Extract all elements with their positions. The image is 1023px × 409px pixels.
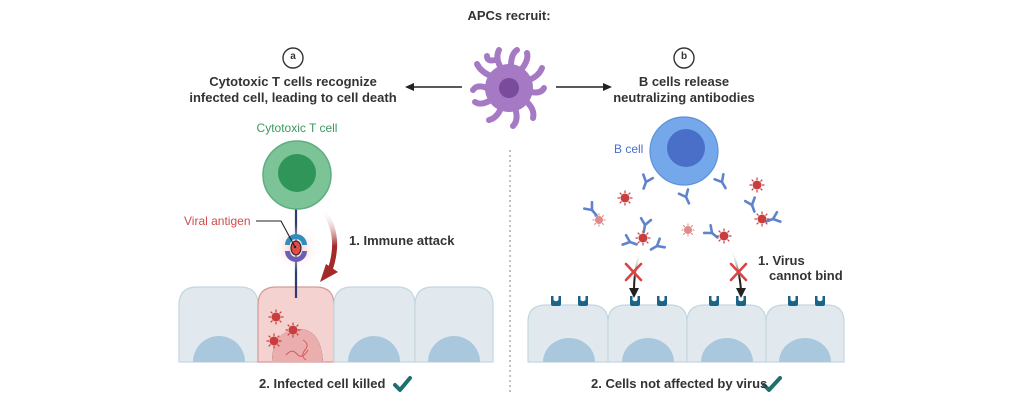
infected-epithelial-cell xyxy=(257,286,335,363)
receptor-icon xyxy=(709,296,719,306)
apcs-recruit-title: APCs recruit: xyxy=(467,8,551,23)
t-cell-label: Cytotoxic T cell xyxy=(256,121,338,135)
arrow-to-panel-a xyxy=(405,83,462,91)
virus-icon xyxy=(265,332,283,350)
infected-cell-killed-label: 2. Infected cell killed xyxy=(259,376,386,391)
virus-icon xyxy=(715,227,733,245)
panel-a-heading-line2: infected cell, leading to cell death xyxy=(189,90,397,105)
antibody-icon xyxy=(677,188,695,207)
epithelium-b xyxy=(527,296,845,363)
receptor-icon xyxy=(578,296,588,306)
antigen-complex-icon xyxy=(285,234,307,262)
virus-icon xyxy=(284,321,302,339)
antibody-icon xyxy=(702,224,722,243)
virus-cannot-bind-line1: 1. Virus xyxy=(758,253,805,268)
x-mark-icon xyxy=(729,262,748,282)
antibody-icon xyxy=(743,196,761,215)
virus-icon xyxy=(616,189,634,207)
panel-b-heading-line1: B cells release xyxy=(638,74,730,89)
virus-icon xyxy=(267,308,285,326)
cytotoxic-t-cell-icon xyxy=(262,140,332,210)
badge-a-circle xyxy=(282,47,304,69)
epithelial-cell xyxy=(607,304,688,363)
antibody-icon xyxy=(621,233,640,251)
virus-icon xyxy=(753,210,771,228)
virus-icon xyxy=(591,212,607,228)
epithelial-cell xyxy=(686,304,767,363)
badge-a-label: a xyxy=(290,51,296,62)
virus-icon xyxy=(634,229,652,247)
immune-attack-label: 1. Immune attack xyxy=(349,233,455,248)
antibody-icon xyxy=(713,173,732,192)
panel-b-heading-line2: neutralizing antibodies xyxy=(613,90,755,105)
receptor-icon xyxy=(551,296,561,306)
epithelial-cell xyxy=(527,304,609,363)
virus-icon xyxy=(748,176,766,194)
checkmark-icon-a xyxy=(393,376,412,392)
receptor-icon xyxy=(630,296,640,306)
checkmark-icon-b xyxy=(762,376,782,392)
b-cell-icon xyxy=(649,116,719,186)
epithelial-cell xyxy=(178,286,259,363)
cells-not-affected-label: 2. Cells not affected by virus xyxy=(591,376,768,391)
badge-b-label: b xyxy=(680,51,688,62)
epithelial-cell xyxy=(333,286,416,363)
blocked-binding-arrow-2 xyxy=(729,249,748,298)
antibody-icon xyxy=(637,173,655,192)
antigen-leader-line xyxy=(256,220,296,248)
immune-attack-arrow-icon xyxy=(320,207,338,282)
receptor-icon xyxy=(657,296,667,306)
arrow-to-panel-b xyxy=(556,83,612,91)
antibody-icon xyxy=(637,216,653,235)
epithelial-cell xyxy=(765,304,845,363)
antibody-icon xyxy=(583,200,602,220)
blocked-binding-arrow-1 xyxy=(624,251,643,298)
antibody-virus-field xyxy=(583,173,782,256)
epithelium-a xyxy=(178,286,494,363)
panel-a-heading-line1: Cytotoxic T cells recognize xyxy=(209,74,377,89)
receptor-icon xyxy=(815,296,825,306)
x-mark-icon xyxy=(624,262,643,282)
virus-icon xyxy=(680,222,696,238)
apc-dendritic-cell-icon xyxy=(470,47,547,129)
viral-antigen-label: Viral antigen xyxy=(184,214,251,228)
virus-cannot-bind-line2: cannot bind xyxy=(769,268,843,283)
badge-b-circle xyxy=(673,47,695,69)
b-cell-label: B cell xyxy=(614,142,644,156)
receptor-icon xyxy=(788,296,798,306)
epithelial-cell xyxy=(414,286,494,363)
antibody-icon xyxy=(647,237,666,256)
